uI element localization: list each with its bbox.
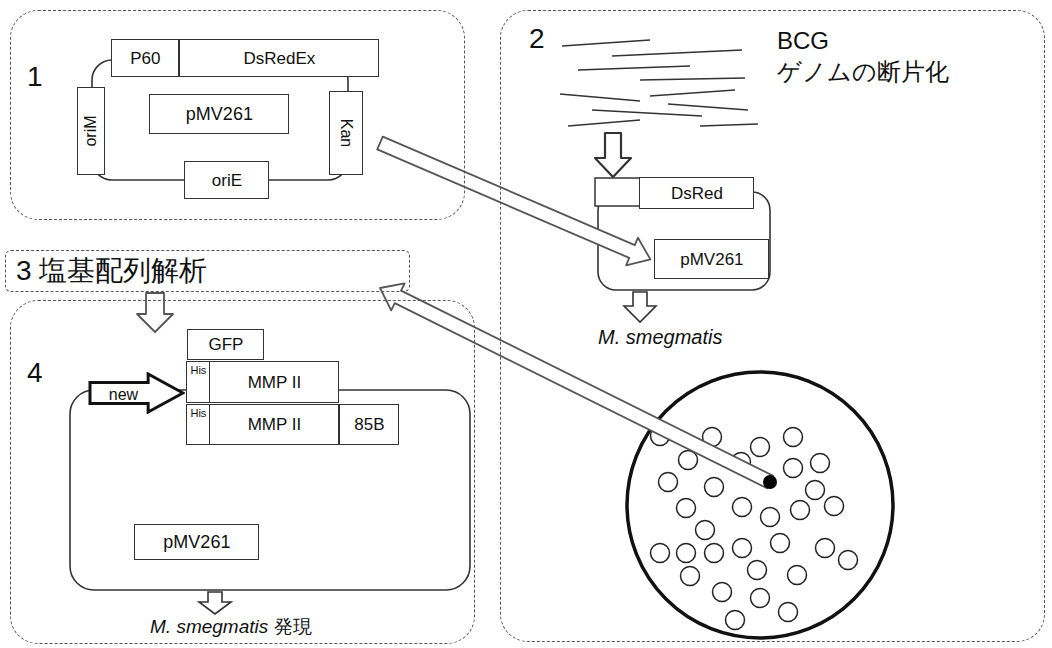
box-label: His [190, 364, 206, 377]
tag-box: His [186, 404, 210, 445]
gene-box: MMP II [209, 361, 339, 403]
colony [679, 451, 698, 470]
step-number: 4 [27, 357, 43, 389]
fragment [562, 40, 650, 46]
colony [705, 544, 724, 563]
down-arrow [624, 292, 656, 322]
box-label: His [190, 407, 206, 420]
box-label: GFP [208, 335, 243, 355]
fragment [650, 90, 735, 96]
step-panel: 4GFPnewHisMMP IIHisMMP II85BpMV261 [10, 300, 475, 644]
colony [713, 583, 732, 602]
box-label: 85B [354, 415, 384, 435]
origin-box: oriM [77, 87, 105, 175]
box-label: DsRedEx [243, 49, 315, 69]
tag-box: His [186, 361, 210, 403]
colony [726, 611, 745, 630]
gene-box: MMP II [209, 404, 339, 445]
colony [779, 603, 798, 622]
colony [811, 454, 830, 473]
genome-fragments [560, 40, 758, 126]
colony [651, 544, 670, 563]
organism-label: M. smegmatis [150, 616, 268, 638]
colony [788, 566, 807, 585]
step-number: 2 [529, 23, 545, 55]
promoter-arrow: new [89, 372, 199, 418]
plasmid-name-box: pMV261 [654, 239, 769, 279]
fragment [560, 94, 640, 101]
box-label: P60 [130, 49, 160, 69]
colony [839, 551, 858, 570]
box-label: MMP II [248, 415, 302, 435]
colony [733, 539, 752, 558]
colony [681, 567, 700, 586]
fragment [640, 78, 745, 80]
fragment [612, 50, 742, 56]
colony [751, 438, 770, 457]
colony [791, 501, 810, 520]
insert-site-box [595, 178, 640, 206]
box-label: Kan [337, 119, 355, 147]
colony [825, 497, 844, 516]
colony [677, 544, 696, 563]
colony [816, 539, 835, 558]
box-label: pMV261 [680, 250, 743, 270]
colony [748, 561, 767, 580]
arrow-shape [90, 374, 183, 412]
gene-box: DsRed [639, 177, 754, 209]
step-panel: 1 P60 DsRedEx oriM pMV261Kan oriE [10, 10, 465, 220]
fragment [592, 110, 702, 116]
box-label: pMV261 [186, 104, 253, 125]
hollow-arrow [137, 293, 173, 332]
step-box: 3 塩基配列解析 [5, 250, 410, 292]
gene-box: 85B [339, 404, 399, 445]
promoter-box: P60 [111, 39, 179, 77]
picked-colony [763, 475, 777, 489]
fragment [568, 120, 640, 126]
colony [696, 521, 715, 540]
down-arrow [199, 592, 231, 614]
fragment [668, 104, 748, 110]
colony [784, 428, 803, 447]
step-title: BCG ゲノムの断片化 [777, 25, 992, 87]
colony [677, 499, 696, 518]
colonies [651, 427, 858, 630]
fragment [578, 66, 690, 70]
fragment [700, 124, 758, 126]
plasmid-name-box: pMV261 [149, 94, 289, 134]
insert-arrow [595, 133, 631, 177]
box-label: DsRed [671, 184, 723, 204]
colony [659, 473, 678, 492]
petri-dish [627, 372, 893, 638]
box-label: 3 塩基配列解析 [16, 255, 207, 287]
gene-box: GFP [187, 329, 264, 360]
plasmid-name-box: pMV261 [134, 524, 259, 560]
hollow-arrow [377, 137, 650, 266]
marker-box: Kan [329, 91, 363, 175]
box-label: MMP II [248, 373, 302, 393]
colony [784, 459, 803, 478]
colony [806, 481, 825, 500]
colony [733, 498, 752, 517]
colony [761, 508, 780, 527]
organism-label: M. smegmatis [598, 326, 722, 349]
step-number: 1 [27, 61, 43, 93]
box-label: new [89, 384, 157, 407]
hollow-arrow [380, 283, 773, 488]
colony [771, 534, 790, 553]
plasmid-ring [70, 390, 470, 590]
expression-label: 発現 [274, 616, 312, 638]
colony [751, 589, 770, 608]
origin-box: oriE [184, 161, 269, 199]
step-panel: 2 BCG ゲノムの断片化 DsRed pMV261 [500, 10, 1045, 642]
box-label: oriM [82, 116, 100, 147]
box-label: pMV261 [163, 532, 230, 553]
gene-box: DsRedEx [179, 39, 379, 77]
box-label: oriE [212, 171, 242, 191]
colony [705, 478, 724, 497]
